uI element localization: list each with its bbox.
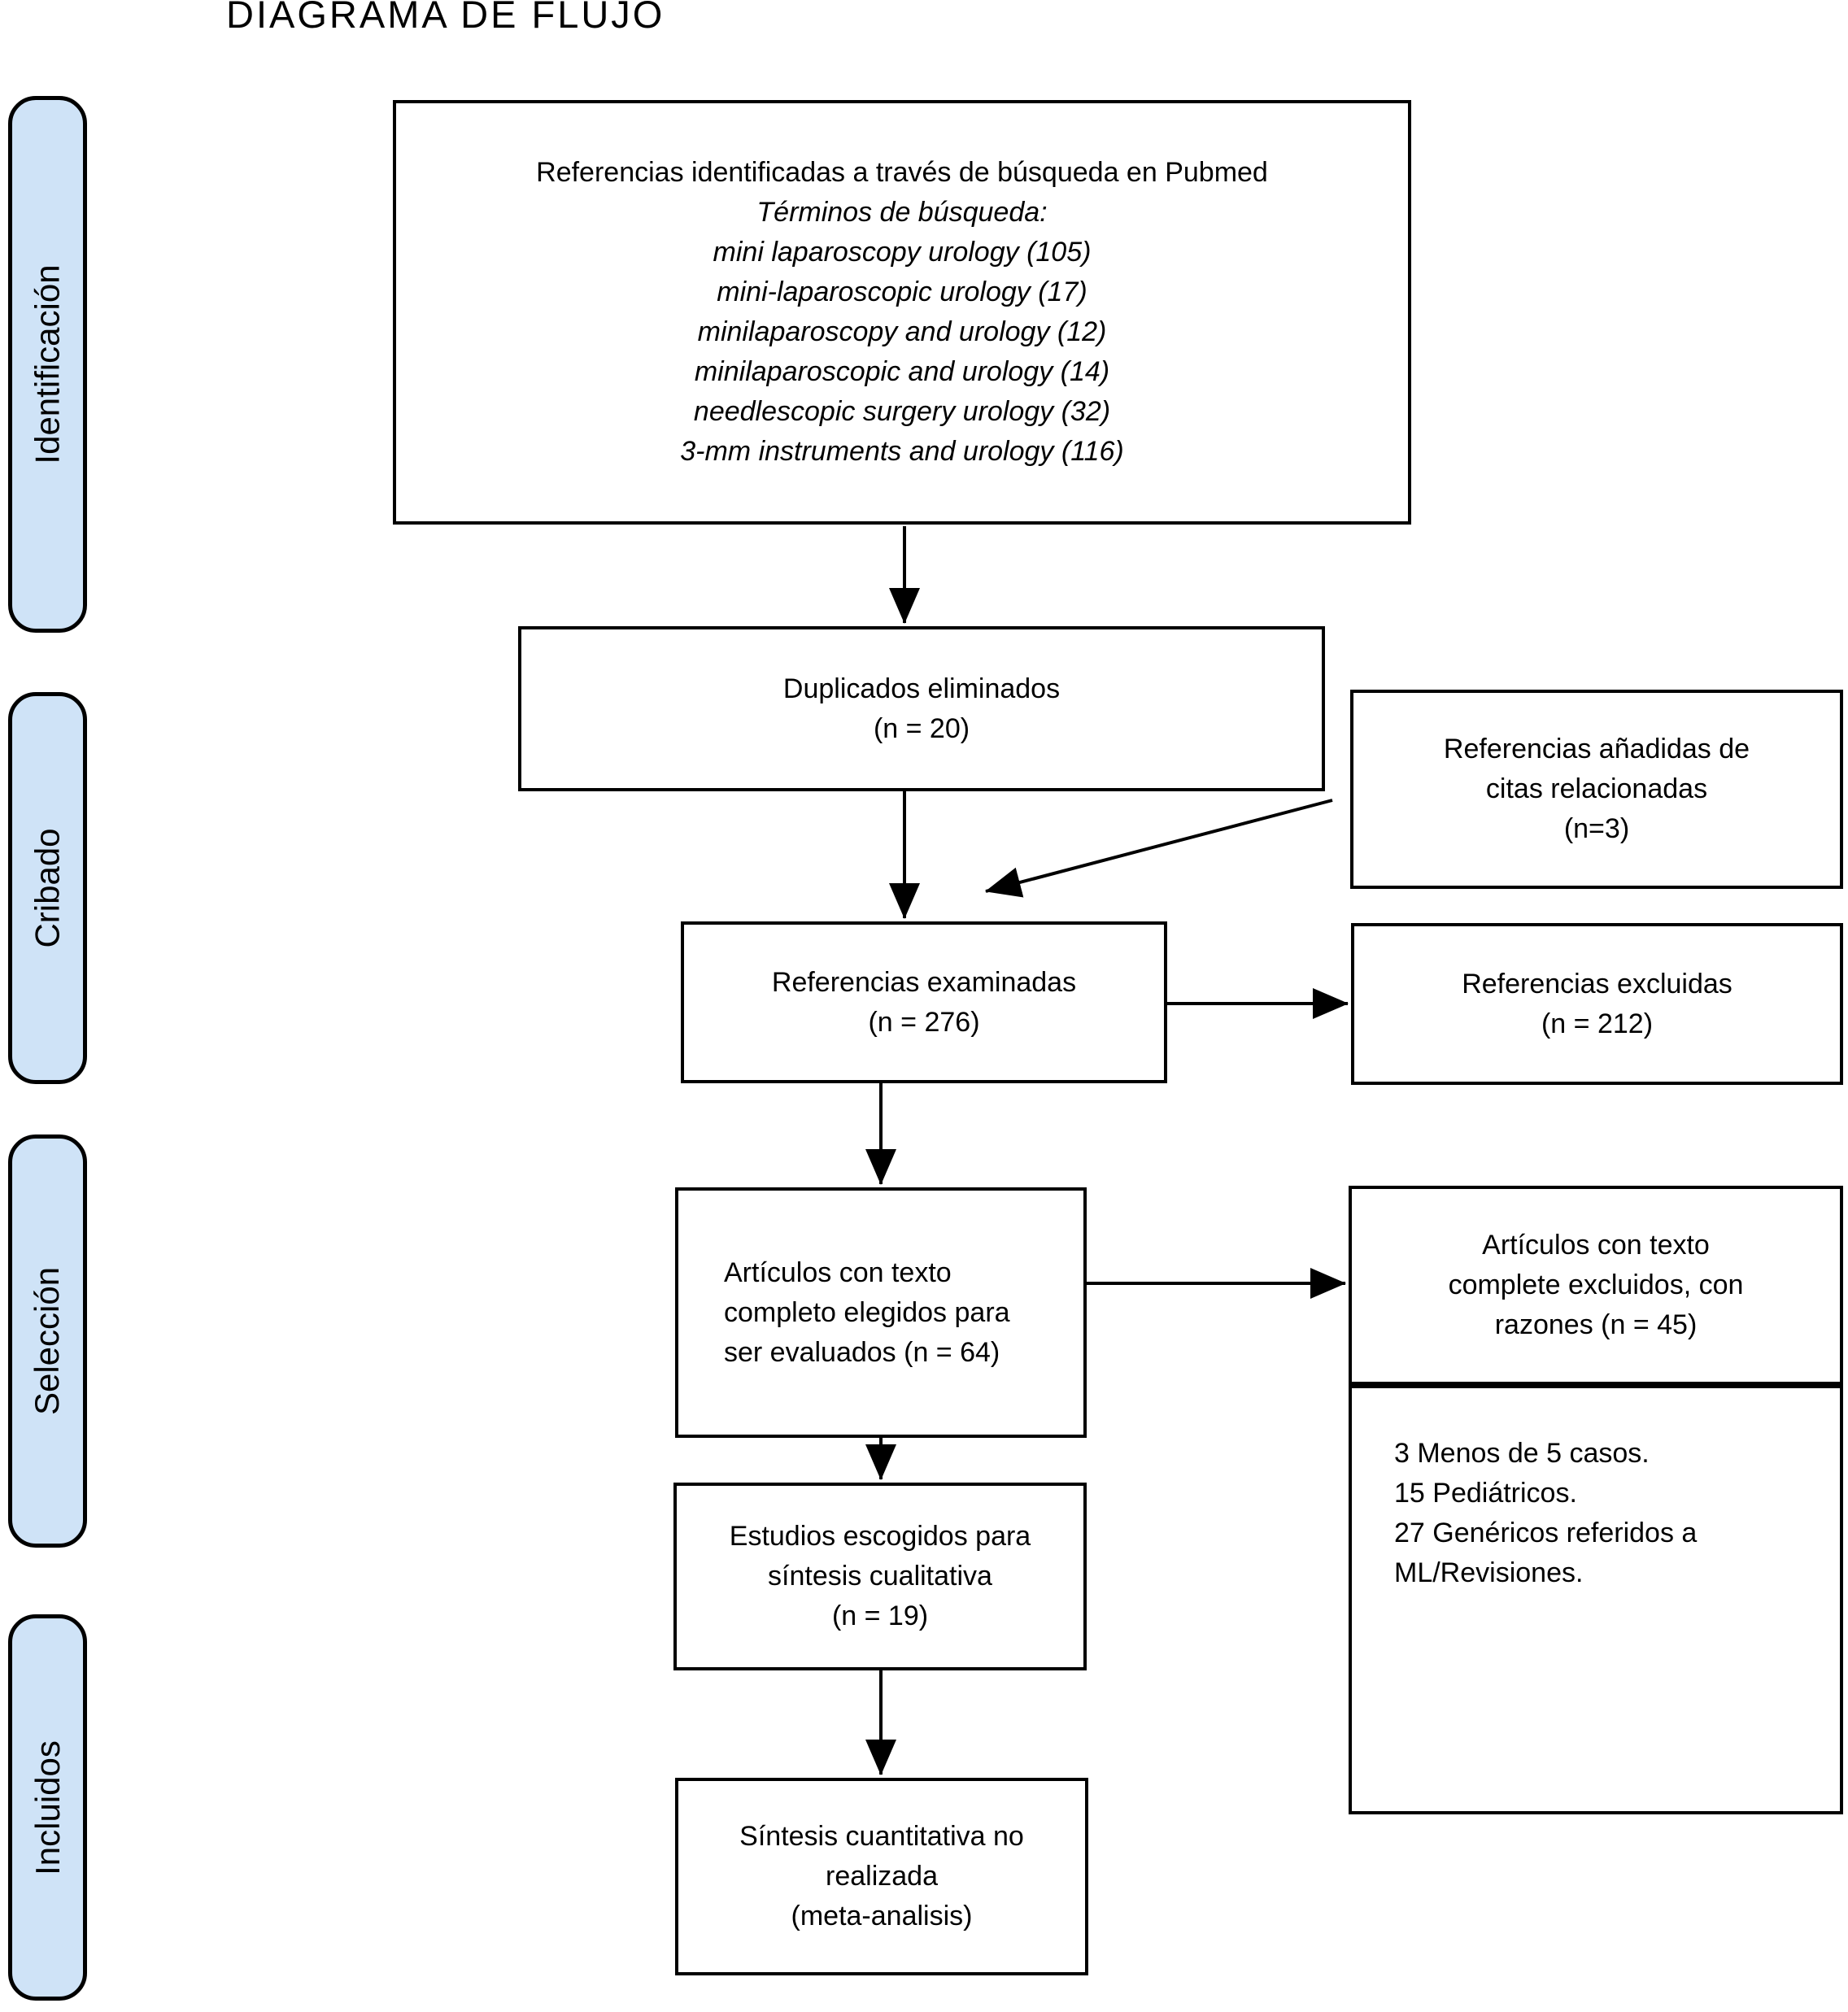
box-identified-references: Referencias identificadas a través de bú…	[393, 100, 1411, 525]
box-line: síntesis cualitativa	[768, 1561, 992, 1592]
box-line: Duplicados eliminados	[782, 673, 1061, 704]
box-line: completo elegidos para	[724, 1296, 1010, 1328]
stage-seleccion: Selección	[8, 1134, 87, 1548]
box-line: (n = 276)	[868, 1006, 980, 1038]
stage-incluidos-label: Incluidos	[28, 1740, 67, 1875]
identified-term: mini-laparoscopic urology (17)	[717, 277, 1087, 307]
box-line: Referencias excluidas	[1462, 968, 1732, 999]
box-duplicates-removed: Duplicados eliminados (n = 20)	[518, 626, 1325, 791]
exclusion-reason: 15 Pediátricos.	[1394, 1478, 1577, 1509]
box-line: (n = 20)	[873, 712, 970, 744]
box-line: Artículos con texto	[1482, 1230, 1710, 1261]
stage-incluidos: Incluidos	[8, 1614, 87, 2001]
box-line: Estudios escogidos para	[729, 1521, 1031, 1552]
box-line: (meta-analisis)	[791, 1901, 973, 1931]
stage-cribado-label: Cribado	[28, 828, 67, 948]
box-line: Síntesis cuantitativa no	[739, 1821, 1024, 1852]
stage-seleccion-label: Selección	[28, 1266, 67, 1416]
exclusion-reason: 3 Menos de 5 casos.	[1394, 1438, 1650, 1469]
box-added-references: Referencias añadidas de citas relacionad…	[1350, 690, 1843, 889]
identified-term: needlescopic surgery urology (32)	[693, 396, 1111, 427]
identified-term: minilaparoscopy and urology (12)	[697, 316, 1107, 347]
box-line: Referencias examinadas	[771, 966, 1077, 998]
exclusion-reason: ML/Revisiones.	[1394, 1557, 1584, 1588]
box-references-screened: Referencias examinadas (n = 276)	[681, 921, 1167, 1083]
box-line: Referencias añadidas de	[1443, 734, 1750, 764]
box-line: (n = 212)	[1541, 1008, 1654, 1039]
arrow-added-to-screened	[985, 799, 1333, 898]
page-title: DIAGRAMA DE FLUJO	[226, 0, 665, 36]
stage-identificacion: Identificación	[8, 96, 87, 633]
box-fulltext-assessed: Artículos con texto completo elegidos pa…	[675, 1187, 1087, 1438]
box-line: ser evaluados (n = 64)	[724, 1336, 1000, 1368]
identified-terms-title: Términos de búsqueda:	[756, 197, 1048, 228]
identified-heading: Referencias identificadas a través de bú…	[536, 157, 1268, 188]
box-line: (n=3)	[1563, 813, 1630, 844]
box-qualitative-synthesis: Estudios escogidos para síntesis cualita…	[673, 1483, 1087, 1670]
stage-identificacion-label: Identificación	[28, 264, 67, 464]
box-line: realizada	[826, 1861, 938, 1892]
box-line: Artículos con texto	[724, 1256, 952, 1288]
box-line: razones (n = 45)	[1494, 1309, 1698, 1340]
box-exclusion-reasons: 3 Menos de 5 casos. 15 Pediátricos. 27 G…	[1349, 1385, 1843, 1814]
box-quantitative-synthesis: Síntesis cuantitativa no realizada (meta…	[675, 1778, 1088, 1975]
box-line: (n = 19)	[831, 1600, 929, 1631]
identified-term: 3-mm instruments and urology (116)	[680, 436, 1124, 467]
box-line: citas relacionadas	[1485, 773, 1708, 804]
exclusion-reason: 27 Genéricos referidos a	[1394, 1518, 1698, 1548]
stage-cribado: Cribado	[8, 692, 87, 1084]
identified-term: mini laparoscopy urology (105)	[713, 237, 1092, 268]
box-line: complete excluidos, con	[1448, 1269, 1744, 1300]
box-fulltext-excluded: Artículos con texto complete excluidos, …	[1349, 1186, 1843, 1385]
box-references-excluded: Referencias excluidas (n = 212)	[1351, 923, 1843, 1085]
identified-term: minilaparoscopic and urology (14)	[694, 356, 1110, 387]
